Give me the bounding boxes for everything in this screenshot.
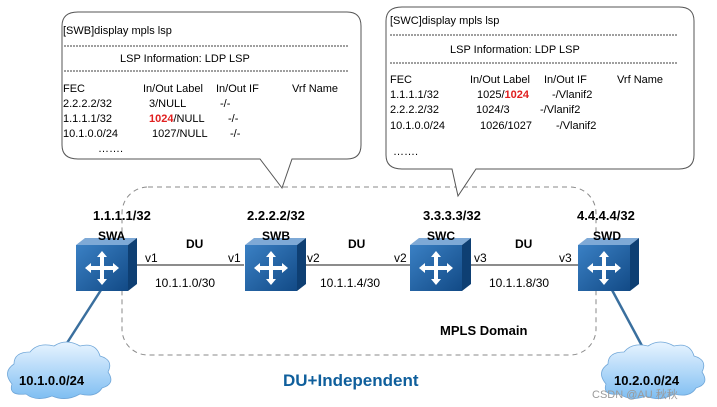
swc-row-label: 1024/3 (476, 104, 510, 116)
swc-col-iface: In/Out IF (544, 74, 587, 86)
swb-col-iface: In/Out IF (216, 83, 259, 95)
mpls-domain-label: MPLS Domain (440, 323, 527, 338)
link-mode: DU (515, 237, 532, 251)
swc-row-iface: -/Vlanif2 (552, 89, 592, 101)
swc-row-fec: 10.1.0.0/24 (390, 120, 445, 132)
router-swb (245, 238, 306, 291)
swb-row-label: 3/NULL (149, 98, 186, 110)
interface-label: v2 (394, 251, 407, 265)
swc-lsp-callout: [SWC]display mpls lsp LSP Information: L… (385, 6, 695, 198)
swc-ellipsis: ……. (393, 146, 418, 158)
link-subnet: 10.1.1.4/30 (320, 276, 380, 290)
router-name: SWD (593, 229, 621, 243)
interface-label: v1 (228, 251, 241, 265)
router-name: SWA (98, 229, 126, 243)
swc-row-iface: -/Vlanif2 (556, 120, 596, 132)
swb-col-label: In/Out Label (143, 83, 203, 95)
network-cloud-right: 10.2.0.0/24 (601, 341, 706, 399)
router-ip: 3.3.3.3/32 (423, 208, 481, 223)
swc-col-fec: FEC (390, 74, 412, 86)
swb-lsp-callout: [SWB]display mpls lsp LSP Information: L… (61, 11, 362, 190)
router-ip: 2.2.2.2/32 (247, 208, 305, 223)
swc-row-label: 1025/1024 (477, 89, 530, 101)
router-swc (410, 238, 471, 291)
swb-row-iface: -/- (230, 128, 241, 140)
swb-ellipsis: ……. (98, 143, 123, 155)
interface-label: v3 (559, 251, 572, 265)
swb-command: [SWB]display mpls lsp (63, 25, 172, 37)
swc-row-iface: -/Vlanif2 (540, 104, 580, 116)
swb-row-fec: 10.1.0.0/24 (63, 128, 118, 140)
swc-row-label: 1026/1027 (480, 120, 532, 132)
swb-row-iface: -/- (220, 98, 231, 110)
swb-col-vrf: Vrf Name (292, 83, 338, 95)
swb-row-label: 1024/NULL (149, 113, 205, 125)
router-name: SWC (427, 229, 455, 243)
diagram-title: DU+Independent (283, 371, 419, 390)
interface-label: v2 (307, 251, 320, 265)
swb-row-fec: 2.2.2.2/32 (63, 98, 112, 110)
swb-heading: LSP Information: LDP LSP (120, 53, 250, 65)
network-cloud-left: 10.1.0.0/24 (7, 341, 112, 399)
swc-col-label: In/Out Label (470, 74, 530, 86)
interface-label: v3 (474, 251, 487, 265)
router-swd (578, 238, 639, 291)
router-swa (76, 238, 137, 291)
swb-row-fec: 1.1.1.1/32 (63, 113, 112, 125)
swc-row-fec: 1.1.1.1/32 (390, 89, 439, 101)
swc-heading: LSP Information: LDP LSP (450, 44, 580, 56)
watermark: CSDN @AU 秋秋 (592, 387, 678, 401)
router-name: SWB (262, 229, 290, 243)
swb-row-label: 1027/NULL (152, 128, 208, 140)
swc-col-vrf: Vrf Name (617, 74, 663, 86)
swc-command: [SWC]display mpls lsp (390, 15, 499, 27)
swc-row-fec: 2.2.2.2/32 (390, 104, 439, 116)
link-subnet: 10.1.1.8/30 (489, 276, 549, 290)
link-subnet: 10.1.1.0/30 (155, 276, 215, 290)
interface-label: v1 (145, 251, 158, 265)
swb-row-iface: -/- (228, 113, 239, 125)
cloud-label: 10.1.0.0/24 (19, 373, 85, 388)
link-mode: DU (348, 237, 365, 251)
link-mode: DU (186, 237, 203, 251)
router-ip: 1.1.1.1/32 (93, 208, 151, 223)
cloud-label: 10.2.0.0/24 (614, 373, 680, 388)
mpls-domain-region (121, 186, 597, 356)
swb-col-fec: FEC (63, 83, 85, 95)
router-ip: 4.4.4.4/32 (577, 208, 635, 223)
